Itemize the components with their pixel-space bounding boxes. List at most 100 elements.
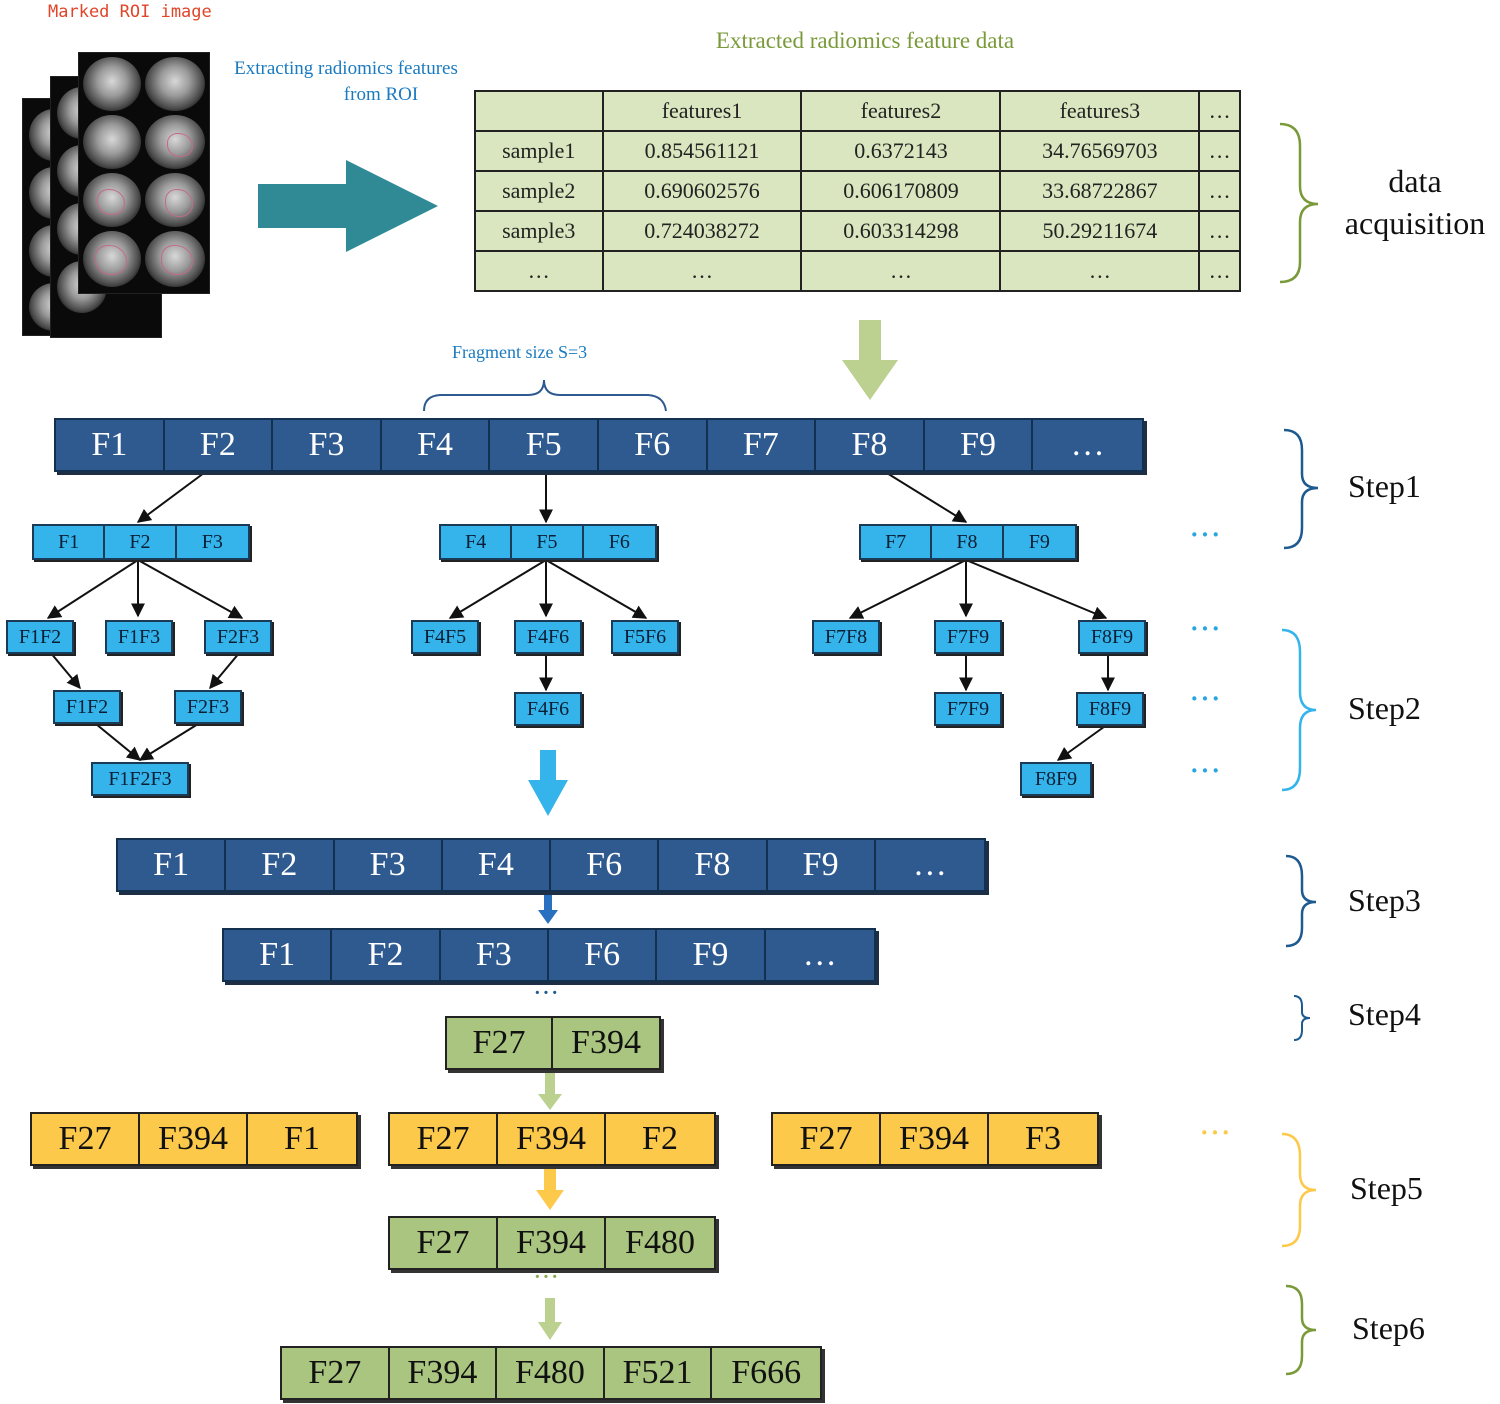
table-cell: 0.6372143 — [800, 130, 1002, 172]
fragment-cell: F3 — [176, 526, 248, 558]
feature-cell: … — [1033, 420, 1142, 470]
feature-cell: F4 — [442, 840, 551, 890]
candidate-cell: F3 — [989, 1114, 1097, 1164]
table-title: Extracted radiomics feature data — [715, 28, 1015, 53]
table-cell: 0.690602576 — [601, 170, 803, 212]
feature-cell: F7 — [707, 420, 817, 470]
teal-arrow-icon — [258, 160, 438, 252]
feature-pair-box: F4F5 — [411, 620, 479, 654]
table-cell: … — [800, 250, 1002, 292]
brace-step4 — [1293, 995, 1311, 1041]
feature-cell: F9 — [767, 840, 876, 890]
table-cell: 0.603314298 — [800, 210, 1002, 252]
ellipsis-step1: ··· — [1190, 520, 1223, 549]
feature-cell: F2 — [332, 930, 441, 980]
candidate-cell: F394 — [498, 1114, 606, 1164]
candidate-cell: F394 — [140, 1114, 248, 1164]
feature-pair-label: F8F9 — [1022, 764, 1090, 794]
step-label-step4: Step4 — [1348, 996, 1421, 1032]
data-acquisition-line1: data — [1388, 163, 1442, 199]
feature-cell: F4 — [381, 420, 491, 470]
feature-cell: F1 — [224, 930, 333, 980]
candidate-cell: F1 — [248, 1114, 356, 1164]
feature-cell: F2 — [226, 840, 335, 890]
fragment-cell: F7 — [861, 526, 933, 558]
extract-label-line1: Extracting radiomics features — [234, 58, 458, 79]
table-cell: 0.854561121 — [601, 130, 803, 172]
table-cell: sample1 — [474, 130, 604, 172]
feature-cell: F9 — [657, 930, 766, 980]
fragment-bracket — [423, 379, 667, 412]
feature-pair-label: F1F2 — [55, 692, 119, 722]
fragment-size-label: Fragment size S=3 — [452, 342, 588, 362]
table-cell: … — [1198, 170, 1241, 212]
feature-pair-label: F2F3 — [176, 692, 240, 722]
feature-cell: F480 — [497, 1348, 605, 1398]
candidate-cell: F27 — [773, 1114, 881, 1164]
feature-cell: … — [875, 840, 984, 890]
feature-pair-box: F8F9 — [1020, 762, 1092, 796]
feature-pair-label: F1F2F3 — [93, 764, 187, 794]
fragment-cell: F9 — [1003, 526, 1075, 558]
table-cell — [474, 90, 604, 132]
feature-cell: F3 — [273, 420, 382, 470]
feature-cell: F1 — [56, 420, 165, 470]
feature-pair-box: F7F9 — [934, 620, 1002, 654]
feature-pair-label: F8F9 — [1080, 622, 1144, 652]
feature-pair-box: F2F3 — [204, 620, 272, 654]
feature-pair-label: F7F9 — [936, 694, 1000, 724]
extract-label-line2: from ROI — [343, 84, 419, 105]
brace-step6 — [1285, 1284, 1317, 1376]
green-arrow-step5-icon — [538, 1072, 562, 1110]
brace-data-acquisition — [1279, 122, 1319, 284]
feature-pair-label: F7F9 — [936, 622, 1000, 652]
table-cell: … — [1198, 130, 1241, 172]
feature-pair-box: F2F3 — [174, 690, 242, 724]
step-label-step5: Step5 — [1350, 1170, 1423, 1206]
table-cell: … — [1198, 210, 1241, 252]
feature-pair-label: F1F3 — [107, 622, 171, 652]
feature-cell: F394 — [389, 1348, 498, 1398]
feature-pair-box: F7F8 — [812, 620, 880, 654]
candidate-cell: F27 — [390, 1114, 498, 1164]
table-cell: … — [601, 250, 803, 292]
brace-step3 — [1285, 854, 1317, 948]
feature-cell: F8 — [659, 840, 768, 890]
feature-pair-label: F1F2 — [8, 622, 72, 652]
brace-step2 — [1281, 628, 1317, 792]
feature-cell: F480 — [606, 1218, 714, 1268]
yellow-arrow-step5-icon — [536, 1168, 564, 1210]
feature-cell: F666 — [712, 1348, 820, 1398]
feature-pair-label: F8F9 — [1078, 694, 1142, 724]
step-label-step1: Step1 — [1348, 468, 1421, 504]
feature-pair-label: F4F6 — [516, 694, 580, 724]
feature-pair-box: F5F6 — [611, 620, 679, 654]
feature-pair-label: F4F5 — [413, 622, 477, 652]
table-cell: 0.606170809 — [800, 170, 1002, 212]
feature-cell: … — [765, 930, 874, 980]
table-cell: … — [999, 250, 1201, 292]
table-cell: … — [1198, 90, 1241, 132]
feature-pair-box: F1F2 — [53, 690, 121, 724]
feature-pair-box: F8F9 — [1076, 692, 1144, 726]
feature-cell: F394 — [553, 1018, 659, 1068]
fragment-cell: F6 — [583, 526, 655, 558]
step-label-step2: Step2 — [1348, 690, 1421, 726]
feature-cell: F6 — [551, 840, 660, 890]
extract-label: Extracting radiomics features from ROI — [218, 56, 474, 108]
